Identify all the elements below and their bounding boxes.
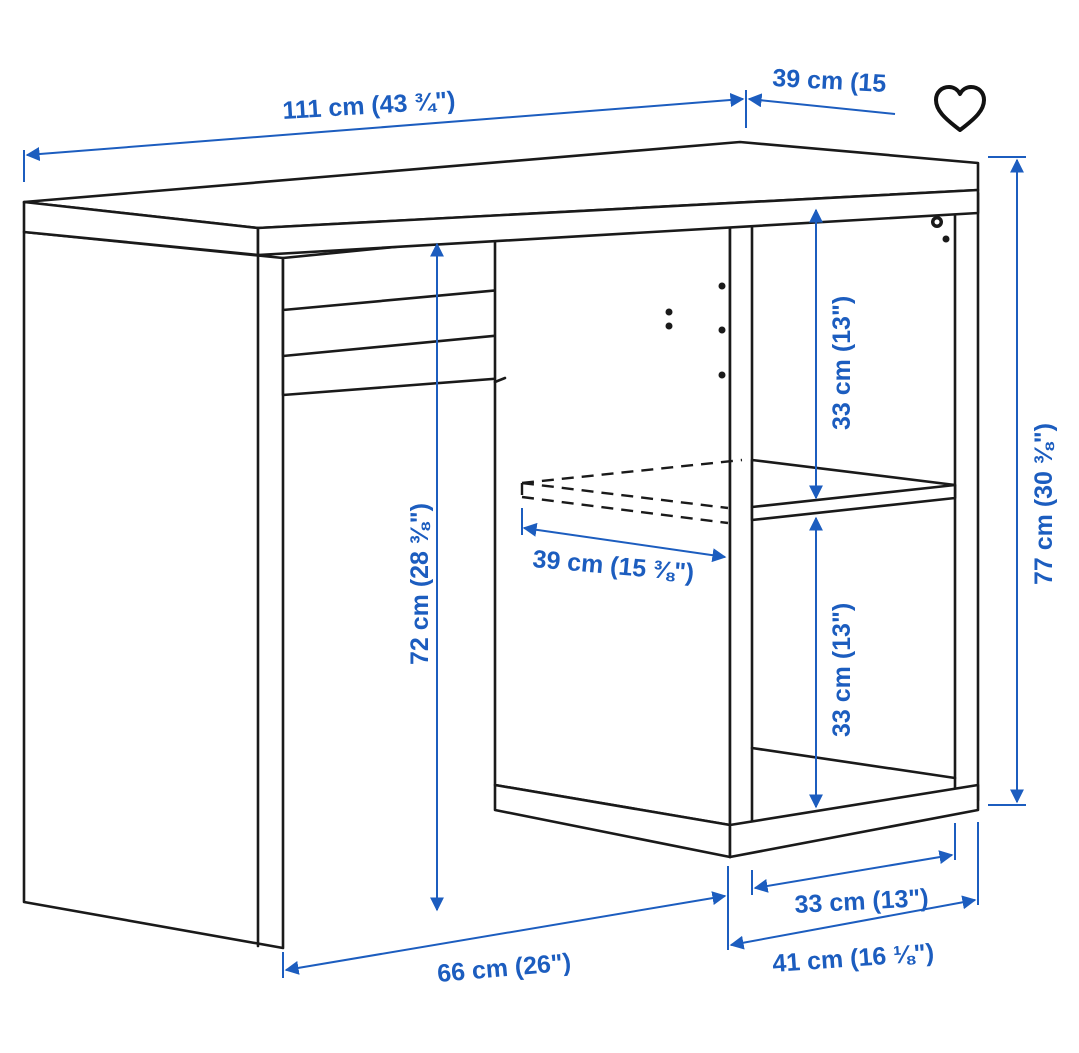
left-side-panel <box>22 230 285 950</box>
label-shelf-upper: 33 cm (13") <box>828 296 856 430</box>
dashed-shelf <box>520 458 743 525</box>
desk-outline <box>22 140 980 950</box>
bottom-shelf-right <box>728 783 980 859</box>
favorite-button[interactable] <box>930 82 990 138</box>
shelf-right-side <box>953 191 980 802</box>
label-height-legroom: 72 cm (28 ⅜") <box>406 503 434 665</box>
label-width-legroom: 66 cm (26") <box>436 948 572 988</box>
label-height-total: 77 cm (30 ⅜") <box>1030 423 1058 585</box>
dimension-lines <box>23 90 1026 978</box>
label-width-shelf-inner: 33 cm (13") <box>794 884 929 919</box>
label-depth-top: 39 cm (15 <box>772 64 887 98</box>
label-width-shelf-outer: 41 cm (16 ⅛") <box>771 939 935 978</box>
shelf-unit-back <box>493 220 732 827</box>
heart-outline-icon <box>934 85 986 132</box>
label-shelf-lower: 33 cm (13") <box>828 603 856 737</box>
middle-shelf <box>750 458 957 522</box>
tabletop-side-face <box>256 188 980 257</box>
label-width-total: 111 cm (43 ¾") <box>282 86 456 125</box>
shelf-divider <box>728 211 754 859</box>
